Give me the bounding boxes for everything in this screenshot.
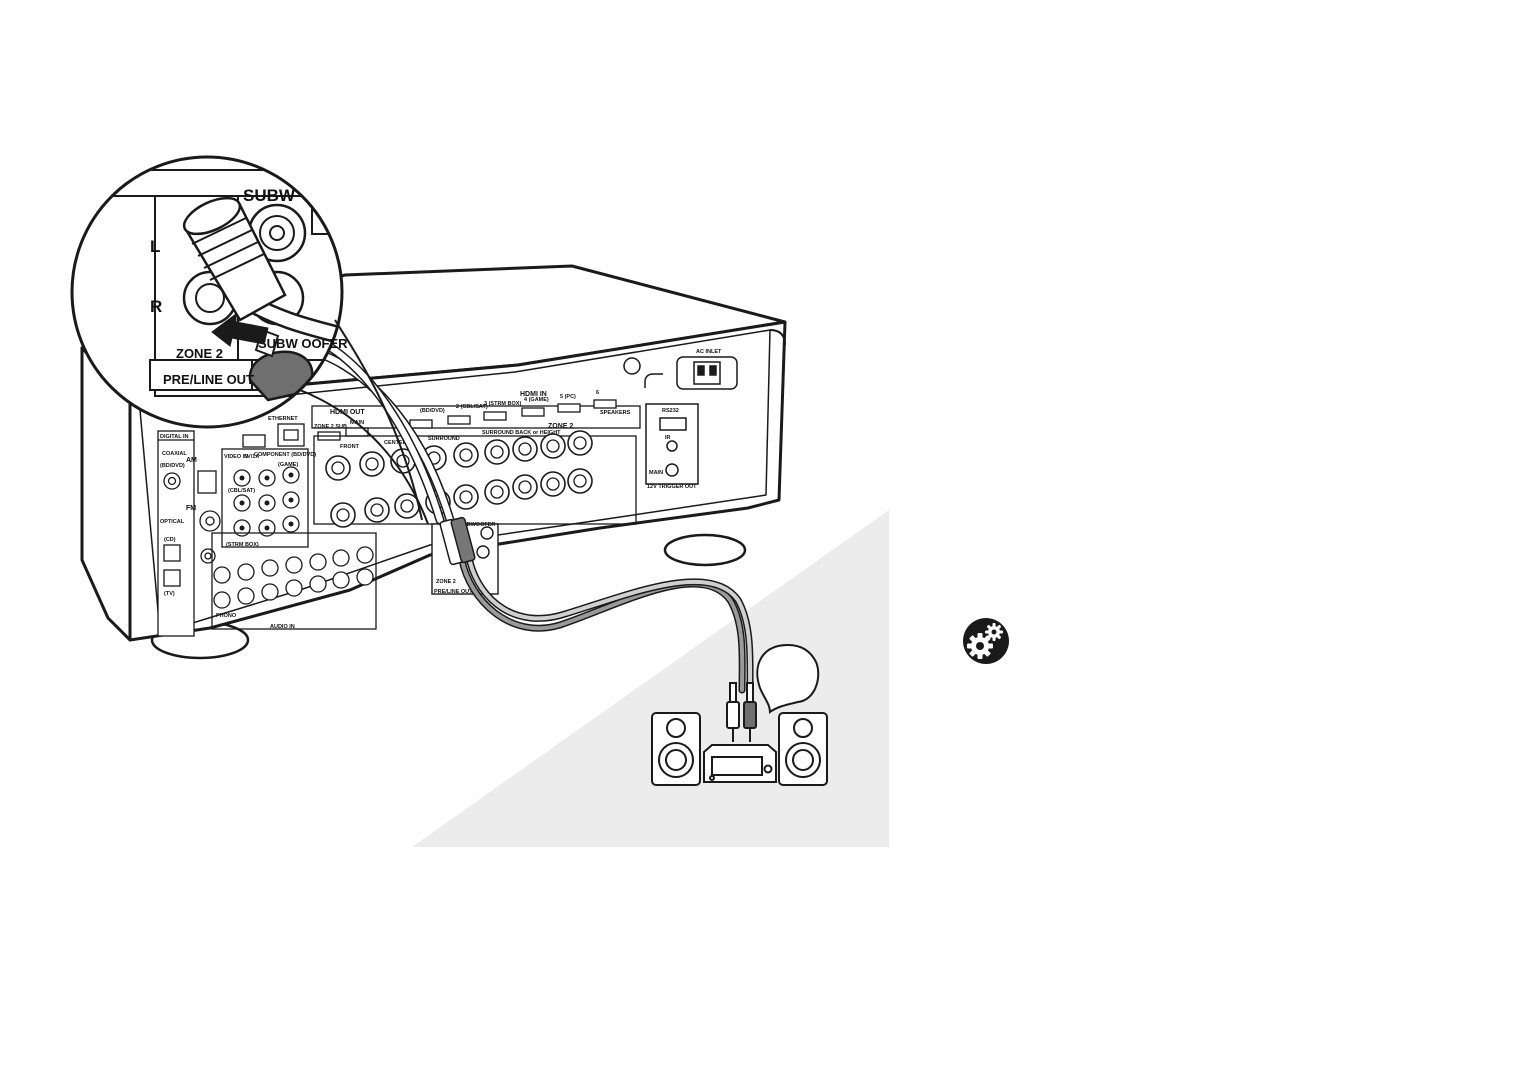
label-speakers: SPEAKERS <box>600 410 631 416</box>
label-audio-in: AUDIO IN <box>270 624 295 630</box>
label-coaxial: COAXIAL <box>162 451 187 457</box>
label-zone2-pre: ZONE 2 <box>436 579 456 585</box>
label-hdmi-in-6: 6 <box>596 390 599 396</box>
zoom-label-pre-line-out: PRE/LINE OUT <box>163 372 254 387</box>
label-tv: (TV) <box>164 591 175 597</box>
label-zone2-speakers: ZONE 2 <box>548 423 573 430</box>
rca-plugs-receiver <box>439 516 476 566</box>
zoom-label-r: R <box>150 297 162 316</box>
zoom-label-zone2: ZONE 2 <box>176 346 223 361</box>
label-game: (GAME) <box>278 462 298 468</box>
label-hdmi-in-4: 4 (GAME) <box>524 397 549 403</box>
label-trigger-out: 12V TRIGGER OUT <box>647 484 697 490</box>
video-jack-centers <box>239 472 294 531</box>
label-digital-in: DIGITAL IN <box>160 434 189 440</box>
zoom-guide-lines <box>299 319 429 525</box>
speech-bubble-icon <box>756 643 820 714</box>
label-optical: OPTICAL <box>160 519 185 525</box>
label-main-trigger: MAIN <box>649 470 663 476</box>
digital-in-section <box>157 430 195 637</box>
label-component: COMPONENT (BD/DVD) <box>254 452 316 458</box>
label-center: CENTER <box>384 440 407 446</box>
mini-stereo-system <box>651 682 828 786</box>
gear-settings-icon <box>963 618 1009 664</box>
network-section <box>242 423 305 448</box>
control-section <box>623 356 738 485</box>
label-fm: FM <box>186 505 196 512</box>
label-usb: 5V/1A <box>244 454 259 460</box>
label-rs232: RS232 <box>662 408 679 414</box>
label-surround-back: SURROUND BACK or HEIGHT <box>482 430 561 436</box>
label-hdmi-in-5: 5 (PC) <box>560 394 576 400</box>
rear-plate <box>139 329 771 634</box>
label-bd-dvd: (BD/DVD) <box>160 463 185 469</box>
label-front: FRONT <box>340 444 360 450</box>
label-hdmi-in: HDMI IN <box>520 391 547 398</box>
label-strm-box: (STRM BOX) <box>226 542 259 548</box>
label-surround: SURROUND <box>428 436 460 442</box>
label-ac-inlet: AC INLET <box>696 349 722 355</box>
zoom-label-l: L <box>150 237 160 256</box>
audio-in-jacks <box>211 532 377 630</box>
label-cd: (CD) <box>164 537 176 543</box>
label-video-in: VIDEO IN <box>224 454 248 460</box>
label-phono: PHONO <box>216 613 237 619</box>
label-subwoofer: SUBWOOFER <box>459 522 495 528</box>
label-ir: IR <box>665 435 671 441</box>
label-zone2-sub: ZONE 2 SUB <box>314 424 347 430</box>
zoom-label-subw-bottom: SUBW OOFER <box>258 336 348 351</box>
label-ethernet: ETHERNET <box>268 416 298 422</box>
label-hdmi-in-1: (BD/DVD) <box>420 408 445 414</box>
insert-arrow-icon <box>211 313 269 347</box>
label-am: AM <box>186 457 197 464</box>
label-hdmi-in-2: 2 (CBL/SAT) <box>456 404 488 410</box>
label-hdmi-in-3: 3 (STRM BOX) <box>484 401 521 407</box>
label-cbl-sat: (CBL/SAT) <box>228 488 255 494</box>
label-hdmi-out: HDMI OUT <box>330 409 365 416</box>
antenna-section <box>197 470 221 564</box>
zoom-label-subw-top: SUBW <box>243 186 296 205</box>
label-pre-line-out: PRE/LINE OUT <box>434 589 473 595</box>
receiver-foot <box>663 533 747 567</box>
